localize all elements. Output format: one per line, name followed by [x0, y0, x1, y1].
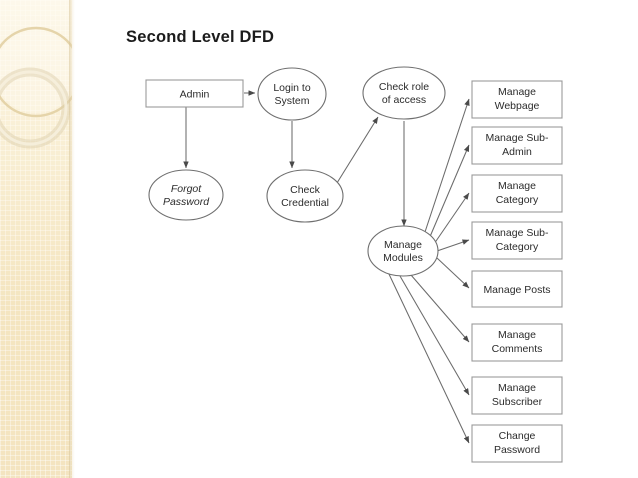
node-manage-webpage[interactable]: Manage Webpage [471, 80, 563, 119]
page-title: Second Level DFD [126, 28, 275, 46]
node-category-label-line2: Category [496, 194, 539, 206]
node-manage-category[interactable]: Manage Category [471, 174, 563, 213]
node-role-label-line2: of access [382, 94, 426, 106]
flow-edges [183, 90, 470, 444]
node-admin-label: Admin [180, 89, 210, 101]
node-sub-admin-label-line1: Manage Sub- [485, 132, 549, 144]
node-comments-label-line1: Manage [498, 329, 536, 341]
node-sub-admin-label-line2: Admin [502, 146, 532, 158]
node-change-password-label-line2: Password [494, 444, 540, 456]
node-login-to-system[interactable]: Login to System [257, 67, 327, 121]
node-modules-label-line2: Modules [383, 252, 423, 264]
node-manage-modules[interactable]: Manage Modules [367, 225, 439, 277]
node-admin[interactable]: Admin [145, 79, 244, 108]
flow-modules-to-category [433, 192, 470, 245]
node-change-password[interactable]: Change Password [471, 424, 563, 463]
flow-credential-to-role [331, 116, 379, 192]
flow-modules-to-sub-category [436, 239, 470, 252]
node-webpage-label-line2: Webpage [495, 100, 540, 112]
flow-modules-to-posts [436, 257, 470, 289]
node-login-label-line2: System [274, 95, 309, 107]
node-forgot-label-line1: Forgot [171, 183, 202, 195]
node-posts-label: Manage Posts [483, 284, 550, 296]
node-comments-label-line2: Comments [492, 343, 543, 355]
node-check-role-of-access[interactable]: Check role of access [362, 66, 446, 120]
node-manage-comments[interactable]: Manage Comments [471, 323, 563, 362]
node-sub-category-label-line1: Manage Sub- [485, 227, 549, 239]
node-category-label-line1: Manage [498, 180, 536, 192]
node-manage-sub-category[interactable]: Manage Sub- Category [471, 221, 563, 260]
node-credential-label-line2: Credential [281, 197, 329, 209]
node-credential-label-line1: Check [290, 184, 321, 196]
node-role-label-line1: Check role [379, 81, 429, 93]
flow-modules-to-subscriber [399, 275, 470, 396]
node-modules-label-line1: Manage [384, 239, 422, 251]
node-subscriber-label-line1: Manage [498, 382, 536, 394]
node-manage-subscriber[interactable]: Manage Subscriber [471, 376, 563, 415]
node-login-label-line1: Login to [273, 82, 311, 94]
node-forgot-label-line2: Password [163, 196, 210, 208]
flow-modules-to-change-password [387, 271, 470, 444]
node-forgot-password[interactable]: Forgot Password [148, 169, 224, 221]
flow-modules-to-sub-admin [428, 144, 470, 240]
node-webpage-label-line1: Manage [498, 86, 536, 98]
node-sub-category-label-line2: Category [496, 241, 539, 253]
flow-modules-to-comments [410, 274, 470, 343]
node-change-password-label-line1: Change [499, 430, 536, 442]
node-check-credential[interactable]: Check Credential [266, 169, 344, 223]
node-manage-posts[interactable]: Manage Posts [471, 270, 563, 308]
flow-modules-to-webpage [423, 98, 470, 236]
node-subscriber-label-line2: Subscriber [492, 396, 543, 408]
node-manage-sub-admin[interactable]: Manage Sub- Admin [471, 126, 563, 165]
